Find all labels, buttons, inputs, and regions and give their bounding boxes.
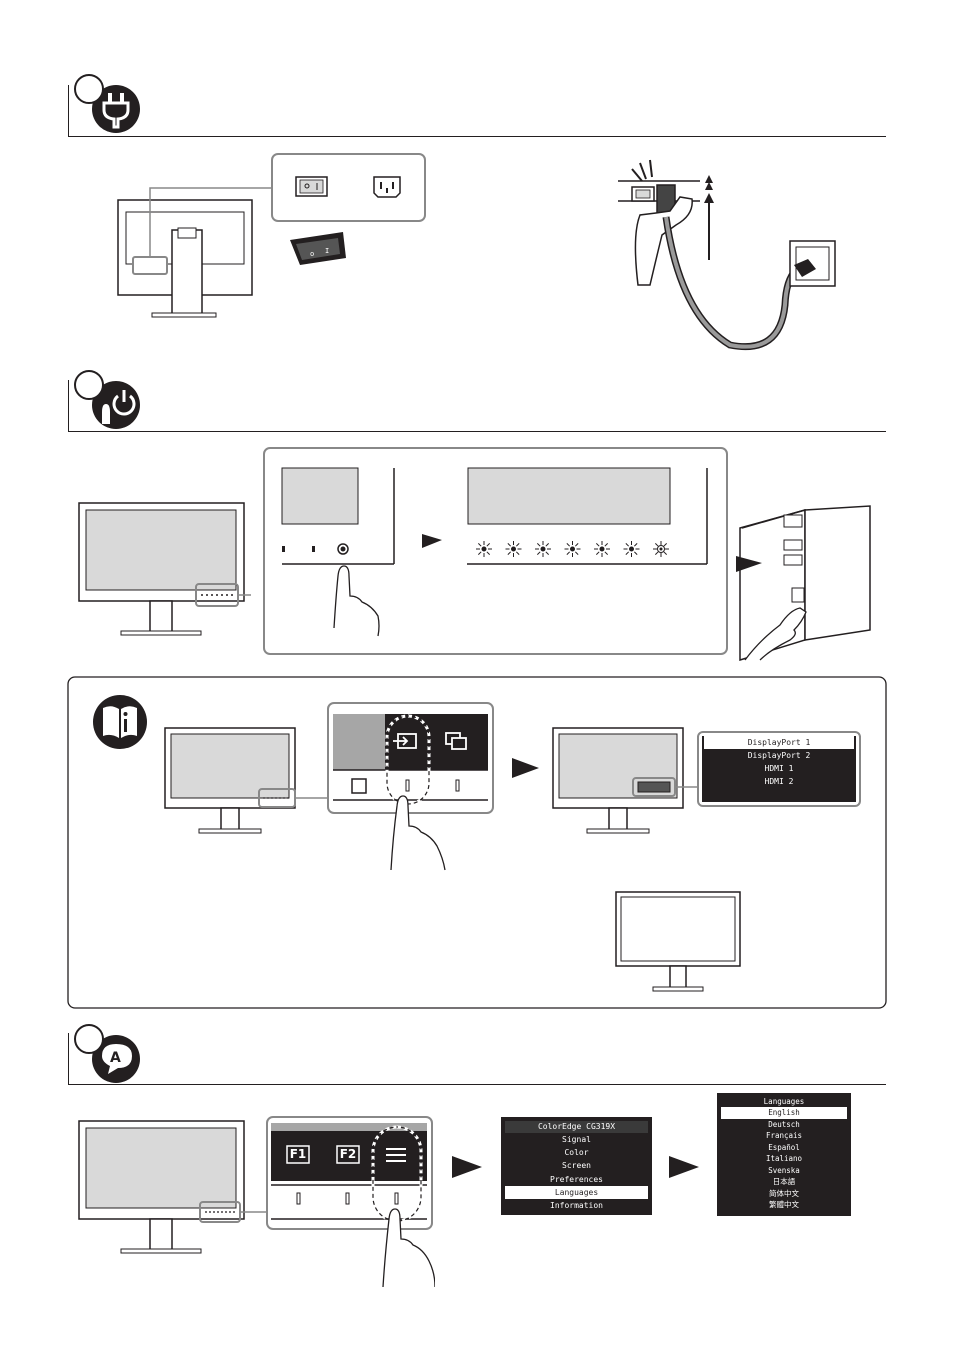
button-led-blink-icon bbox=[476, 541, 492, 557]
section-divider bbox=[68, 380, 69, 432]
touch-power-icon bbox=[74, 370, 140, 429]
main-menu-item[interactable]: Information bbox=[550, 1201, 603, 1211]
monitor-front-illustration bbox=[78, 502, 251, 636]
svg-text:o: o bbox=[310, 250, 314, 258]
section-rule bbox=[68, 1084, 886, 1085]
button-led-blink-icon bbox=[623, 541, 640, 557]
button-led-blink-icon bbox=[535, 541, 551, 557]
language-menu-item[interactable]: Français bbox=[765, 1131, 803, 1140]
language-menu-title: Languages bbox=[763, 1097, 805, 1106]
button-led-blink-icon bbox=[594, 541, 610, 557]
language-badge-letter: A bbox=[110, 1050, 121, 1066]
section-divider bbox=[68, 1033, 69, 1085]
f2-button-label: F2 bbox=[339, 1147, 357, 1161]
input-selection-info-box bbox=[67, 676, 887, 1009]
section-header-language bbox=[68, 1015, 886, 1085]
power-button-zoom-panel bbox=[263, 447, 728, 655]
button-led-blink-icon bbox=[505, 541, 522, 557]
language-menu-item[interactable]: 简体中文 bbox=[769, 1188, 799, 1198]
power-led-blink-icon bbox=[653, 541, 669, 557]
main-menu-item[interactable]: Preferences bbox=[550, 1174, 603, 1184]
language-menu-item[interactable]: 繁體中文 bbox=[769, 1200, 799, 1209]
input-menu-item[interactable]: HDMI 1 bbox=[764, 764, 794, 773]
language-menu-item[interactable]: Deutsch bbox=[768, 1119, 800, 1129]
button-led-blink-icon bbox=[564, 541, 581, 557]
main-menu-item[interactable]: Screen bbox=[562, 1161, 591, 1171]
input-menu-item[interactable]: DisplayPort 2 bbox=[747, 751, 811, 760]
speech-a-icon: A bbox=[74, 1024, 140, 1083]
language-menu-item[interactable]: Italiano bbox=[765, 1154, 803, 1163]
arrow-right-icon bbox=[669, 1156, 699, 1178]
monitor-rear-switch-illustration: o I bbox=[117, 153, 426, 318]
input-menu-item[interactable]: HDMI 2 bbox=[764, 777, 794, 786]
input-select-icon bbox=[393, 733, 417, 749]
window-switch-icon bbox=[445, 732, 467, 750]
section-header-power-connect bbox=[68, 67, 886, 137]
f1-button-label: F1 bbox=[289, 1147, 307, 1161]
pc-tower-illustration bbox=[735, 505, 871, 662]
main-menu-item[interactable]: Signal bbox=[562, 1135, 591, 1144]
plug-icon bbox=[74, 74, 140, 133]
language-menu-item[interactable]: 日本語 bbox=[772, 1177, 796, 1186]
main-menu-item[interactable]: Color bbox=[564, 1148, 589, 1158]
language-menu-item[interactable]: English bbox=[721, 1107, 847, 1119]
main-menu-item[interactable]: Languages bbox=[505, 1185, 648, 1200]
section-header-power-on bbox=[68, 362, 886, 432]
power-cable-illustration bbox=[618, 159, 836, 351]
section-rule bbox=[68, 136, 886, 137]
menu-button-zoom-panel bbox=[266, 1116, 435, 1288]
monitor-front-illustration bbox=[78, 1120, 268, 1254]
section-rule bbox=[68, 431, 886, 432]
language-menu-item[interactable]: Español bbox=[768, 1142, 800, 1152]
section-divider bbox=[68, 85, 69, 137]
language-menu-item[interactable]: Svenska bbox=[768, 1165, 800, 1175]
arrow-right-icon bbox=[452, 1156, 482, 1178]
led-indicator-row bbox=[476, 541, 669, 557]
input-source-menu: DisplayPort 1 DisplayPort 2 HDMI 1 HDMI 2 bbox=[702, 736, 856, 802]
main-menu-title: ColorEdge CG319X bbox=[505, 1121, 648, 1133]
input-menu-item[interactable]: DisplayPort 1 bbox=[704, 736, 854, 749]
manual-info-icon bbox=[93, 695, 147, 749]
svg-text:I: I bbox=[325, 247, 329, 255]
